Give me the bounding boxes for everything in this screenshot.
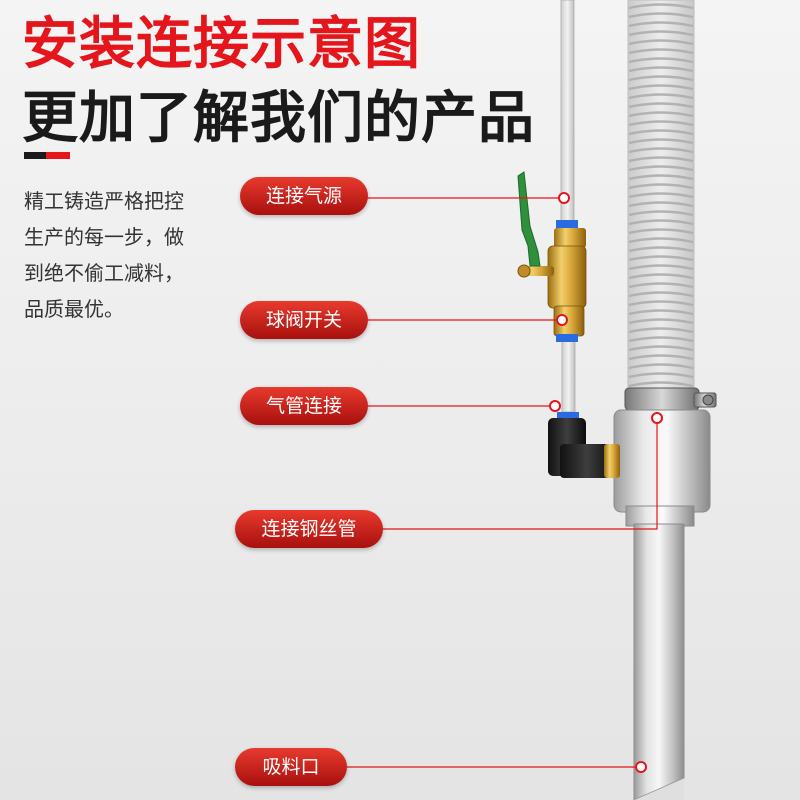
valve-handle bbox=[517, 171, 541, 267]
callout-suction-port: 吸料口 bbox=[235, 748, 347, 786]
elbow-fitting bbox=[548, 412, 620, 478]
accent-bar-black bbox=[24, 152, 46, 159]
callout-ball-valve: 球阀开关 bbox=[240, 301, 368, 339]
steel-wire-hose bbox=[627, 0, 695, 397]
marker-ball-valve bbox=[556, 314, 568, 326]
callout-air-pipe: 气管连接 bbox=[240, 387, 368, 425]
marker-steel-hose bbox=[651, 412, 663, 424]
description-line: 到绝不偷工减料， bbox=[24, 261, 184, 285]
leader-line-steel-hose bbox=[374, 420, 658, 530]
suction-tube bbox=[633, 523, 685, 800]
marker-suction-port bbox=[635, 761, 647, 773]
air-pipe-middle bbox=[561, 339, 576, 413]
ball-valve bbox=[517, 171, 587, 342]
description-line: 精工铸造严格把控 bbox=[24, 189, 184, 213]
description: 精工铸造严格把控 生产的每一步，做 到绝不偷工减料， 品质最优。 bbox=[24, 183, 214, 327]
title-line-2: 更加了解我们的产品 bbox=[22, 86, 535, 151]
marker-air-pipe bbox=[549, 400, 561, 412]
callout-air-source: 连接气源 bbox=[240, 177, 368, 215]
hose-clamp bbox=[624, 387, 717, 411]
callout-steel-hose: 连接钢丝管 bbox=[235, 510, 383, 548]
accent-bar bbox=[24, 152, 70, 159]
description-line: 品质最优。 bbox=[24, 297, 124, 321]
marker-air-source bbox=[558, 192, 570, 204]
title-line-1: 安装连接示意图 bbox=[22, 12, 421, 77]
description-line: 生产的每一步，做 bbox=[24, 225, 184, 249]
air-pipe-upper bbox=[560, 0, 575, 223]
connector-body bbox=[613, 409, 711, 527]
accent-bar-red bbox=[46, 152, 70, 159]
